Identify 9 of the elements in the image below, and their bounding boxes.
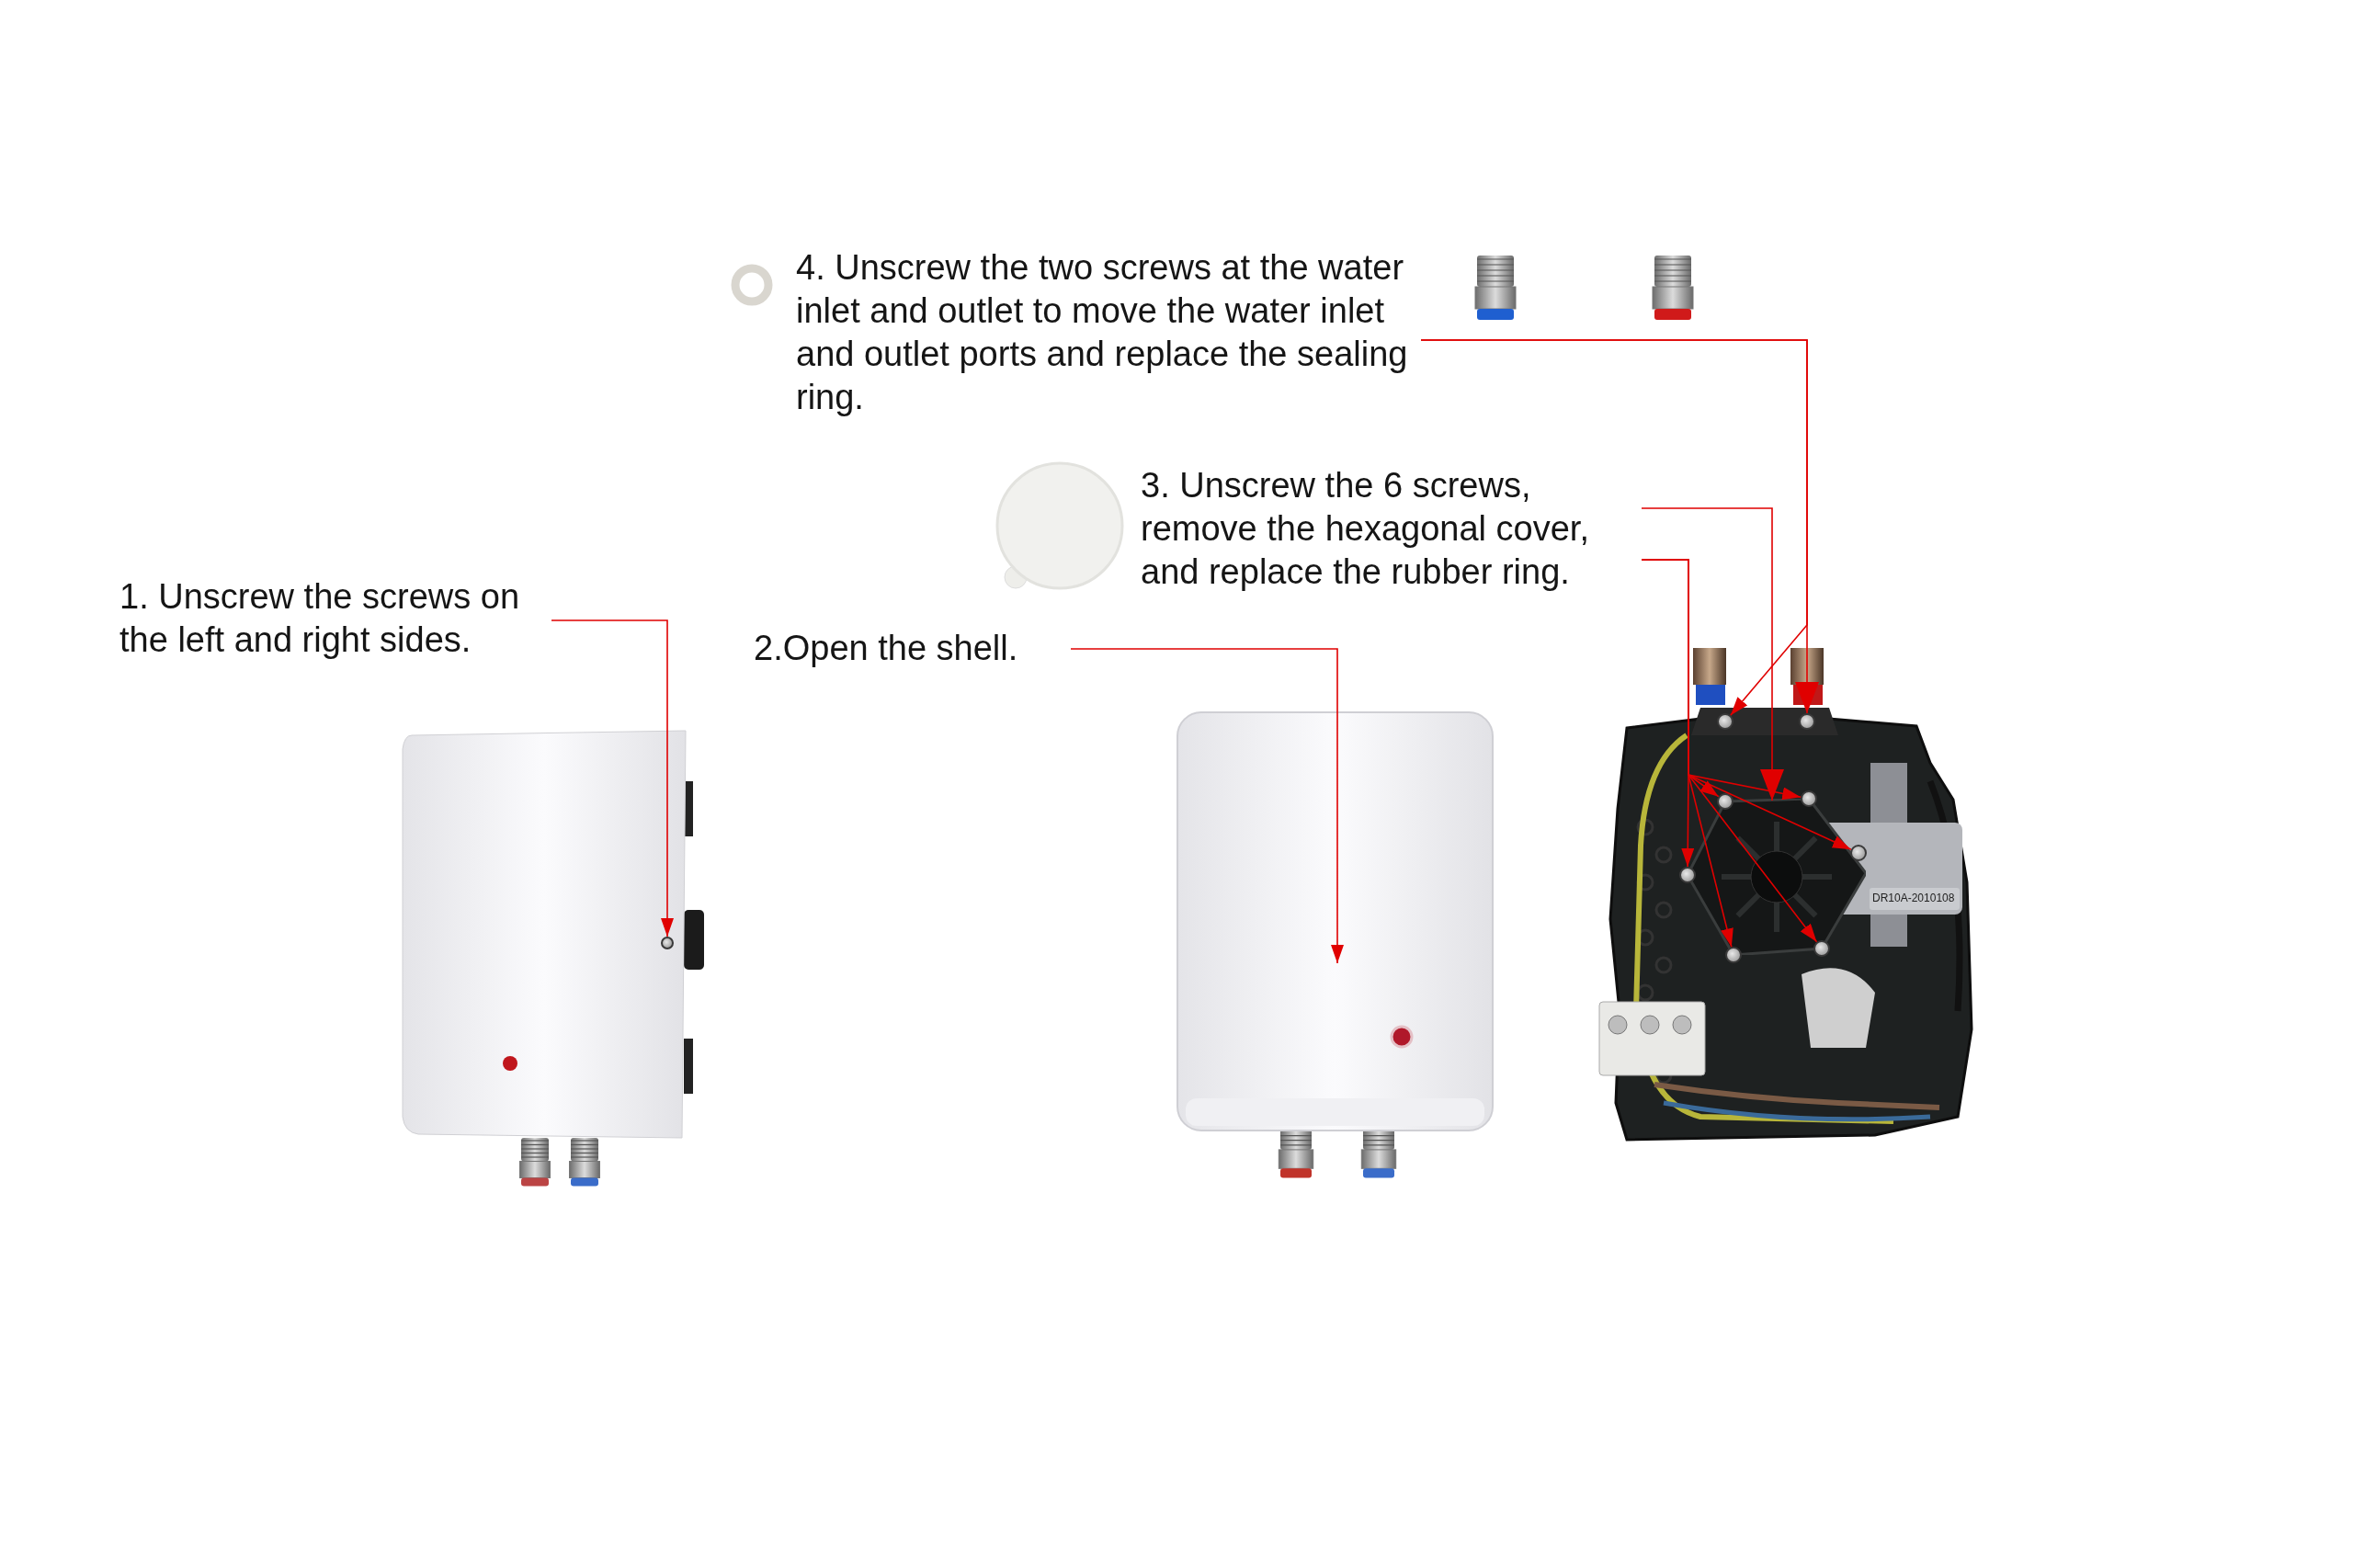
- part-number: DR10A-2010108: [1872, 892, 1955, 904]
- leader-line: [1070, 648, 1344, 964]
- leader-line: [551, 619, 674, 937]
- instruction-text: 4. Unscrew the two screws at the water inlet and outlet to move the water inlet and outlet ports and replace the sealing ring.: [796, 246, 1421, 419]
- instruction-text: 2.Open the shell.: [754, 627, 1071, 670]
- instruction-text: 3. Unscrew the 6 screws, remove the hexagonal cover, and replace the rubber ring.: [1141, 464, 1642, 594]
- hexagonal-cover: [1688, 799, 1866, 955]
- instruction-text: 1. Unscrew the screws on the left and right sides.: [119, 575, 551, 662]
- leader-line: [1641, 507, 1784, 801]
